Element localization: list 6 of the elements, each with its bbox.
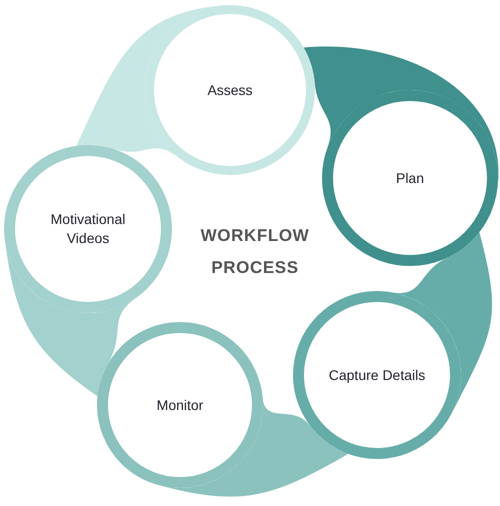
step-label: Motivational Videos bbox=[50, 210, 126, 248]
step-label: Assess bbox=[207, 80, 253, 100]
step-label: Monitor bbox=[156, 396, 204, 414]
step-label: Plan bbox=[396, 168, 424, 188]
diagram-title: WORKFLOW PROCESS bbox=[200, 225, 310, 279]
step-label: Capture Details bbox=[328, 366, 426, 384]
